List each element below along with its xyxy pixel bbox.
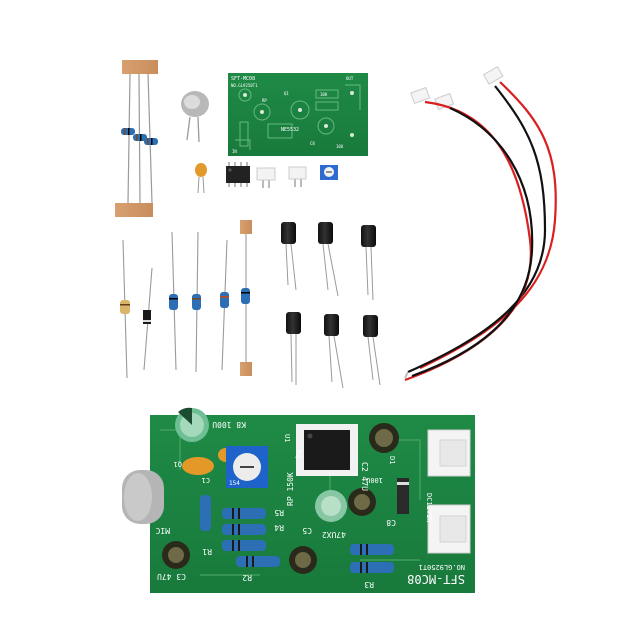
pin-header	[288, 166, 307, 187]
capacitor	[281, 222, 297, 291]
resistor	[121, 128, 135, 135]
resistor	[133, 134, 147, 141]
board-resistors	[200, 495, 394, 573]
label-r1: R1	[202, 547, 212, 556]
small-pcb-model: SFT-MC08	[231, 76, 255, 82]
resistor	[120, 300, 130, 314]
resistor	[241, 288, 250, 304]
board-microphone	[122, 470, 164, 524]
board-diode	[397, 478, 409, 514]
label-c3: C3 47U	[157, 572, 186, 581]
jst-plug	[482, 65, 504, 85]
board-connector-top	[427, 429, 471, 477]
label-c8: C8	[386, 518, 396, 527]
electret-microphone	[181, 91, 209, 143]
label-47ux2: 47UX2	[322, 530, 346, 539]
board-capacitor	[175, 407, 209, 442]
small-pcb-chip-label: NE5532	[281, 127, 299, 133]
board-potentiometer: 154	[226, 446, 268, 488]
pin-header	[256, 167, 276, 188]
small-pcb-c8: C8	[310, 141, 315, 146]
label-mic: MIC	[155, 526, 170, 535]
jst-plug	[410, 86, 431, 105]
capacitor	[318, 222, 339, 297]
label-rq: RQ	[294, 450, 302, 458]
small-pcb-number: NO.GL9250T1	[231, 83, 258, 88]
small-pcb-10k: 10K	[320, 92, 328, 97]
resistor	[169, 294, 178, 310]
resistor	[220, 292, 229, 308]
electrolytic-capacitors	[281, 222, 381, 389]
label-100u: 100U	[366, 476, 383, 484]
trimmer-potentiometer	[320, 165, 338, 180]
label-c5: C5	[302, 526, 312, 535]
capacitor	[286, 312, 301, 385]
loose-components	[120, 220, 252, 379]
label-r5: R5	[274, 508, 284, 517]
label-dc12vin: DC12VIN	[425, 493, 433, 523]
small-pcb-in-label: IN	[232, 149, 237, 154]
board-ic	[296, 424, 358, 476]
tape-bottom	[115, 203, 153, 217]
board-connector-bottom	[427, 504, 471, 554]
small-pcb-q1: Q1	[284, 91, 289, 96]
capacitor	[324, 314, 344, 389]
label-r4: R4	[274, 523, 284, 532]
small-pcb-10u: 10U	[336, 144, 344, 149]
diode	[143, 310, 151, 324]
board-capacitor	[315, 490, 347, 522]
label-q1: Q1	[174, 460, 182, 468]
ceramic-capacitor	[195, 163, 207, 194]
capacitor	[361, 225, 376, 301]
tape-piece	[240, 362, 252, 376]
board-capacitor	[348, 488, 376, 516]
label-c2: C2 47U	[360, 462, 369, 491]
label-u1: U1	[283, 434, 291, 442]
pot-value: 154	[229, 480, 240, 487]
small-pcb: SFT-MC08 NO.GL9250T1 NE5532 OUT IN Q1 10…	[228, 73, 368, 156]
ceramic-capacitor	[182, 457, 214, 475]
label-c1: C1	[202, 476, 210, 484]
small-pcb-out-label: OUT	[346, 76, 354, 81]
board-capacitor	[369, 423, 399, 453]
resistor	[144, 138, 158, 145]
label-rp: RP 150K	[286, 472, 295, 506]
assembled-pcb: 154	[122, 407, 475, 593]
resistor-bandolier	[115, 60, 158, 217]
label-8r100u: K8 100U	[212, 420, 246, 429]
small-pcb-rp: RP	[262, 98, 267, 103]
tape-piece	[240, 220, 252, 234]
label-r2: R2	[242, 573, 252, 582]
tape-top	[122, 60, 158, 74]
label-d1: D1	[388, 456, 396, 464]
board-capacitor	[289, 546, 317, 574]
ic-chip	[226, 162, 250, 187]
label-r3: R3	[364, 580, 374, 589]
board-number: NO.GL9250T1	[419, 563, 465, 571]
wire-harness	[404, 65, 557, 382]
capacitor	[363, 315, 381, 386]
board-capacitor	[162, 541, 190, 569]
resistor	[192, 294, 201, 310]
board-name: SFT-MC08	[407, 572, 465, 586]
